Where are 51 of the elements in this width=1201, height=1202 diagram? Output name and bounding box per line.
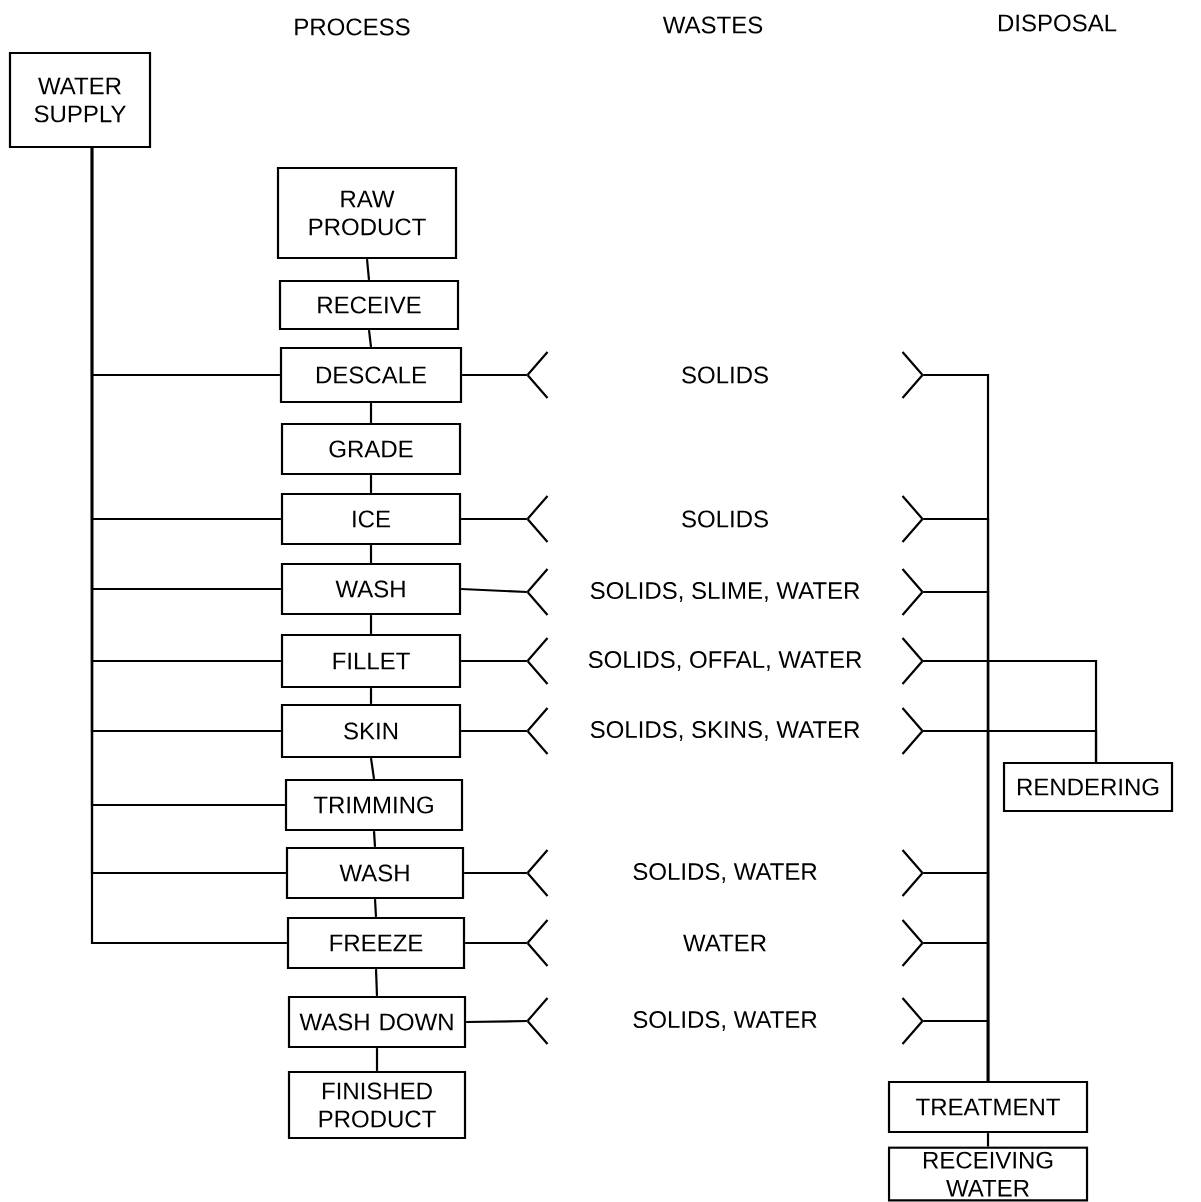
connector: [464, 871, 527, 875]
process-box: GRADE: [280, 422, 462, 476]
process-box: RENDERING: [1002, 761, 1174, 813]
connector: [369, 403, 373, 423]
column-heading: PROCESS: [295, 18, 410, 36]
connector: [461, 517, 527, 521]
waste-label: WATER: [683, 934, 766, 952]
process-box: RECEIVING WATER: [887, 1146, 1089, 1202]
connector: [466, 1019, 527, 1024]
process-box: FINISHED PRODUCT: [287, 1070, 467, 1140]
connector: [369, 615, 373, 634]
connector: [373, 899, 378, 917]
process-box: TRIMMING: [284, 778, 464, 832]
process-box: RAW PRODUCT: [276, 166, 458, 260]
connector: [369, 757, 376, 780]
connector: [461, 729, 527, 733]
waste-label: SOLIDS, SLIME, WATER: [590, 582, 860, 602]
process-box: WASH DOWN: [287, 995, 467, 1049]
connector: [461, 659, 527, 663]
connector: [367, 329, 373, 348]
column-heading: WASTES: [662, 16, 763, 34]
connector: [923, 1019, 990, 1082]
waste-label: SOLIDS, WATER: [633, 1011, 817, 1031]
connector: [986, 1133, 990, 1147]
waste-label: SOLIDS: [682, 510, 768, 528]
process-box: WASH: [280, 562, 462, 616]
connector: [462, 373, 527, 377]
connector: [923, 729, 1098, 763]
process-box: FILLET: [280, 633, 462, 689]
waste-label: SOLIDS, OFFAL, WATER: [588, 651, 862, 671]
process-box: TREATMENT: [887, 1080, 1089, 1134]
process-box: RECEIVE: [278, 279, 460, 331]
connector: [369, 545, 373, 563]
connector: [365, 259, 371, 280]
connector: [461, 587, 527, 594]
process-box: FREEZE: [286, 916, 466, 970]
connector: [374, 969, 379, 996]
column-heading: DISPOSAL: [998, 14, 1117, 32]
connector: [369, 475, 373, 493]
waste-label: SOLIDS, WATER: [633, 863, 817, 883]
connector: [372, 831, 377, 847]
waste-label: SOLIDS, SKINS, WATER: [590, 721, 860, 741]
process-box: WATER SUPPLY: [8, 51, 152, 149]
process-box: DESCALE: [279, 346, 463, 404]
process-box: ICE: [280, 492, 462, 546]
connector: [465, 941, 527, 945]
connector: [375, 1048, 379, 1071]
connector: [369, 688, 373, 704]
process-box: WASH: [285, 846, 465, 900]
process-box: SKIN: [280, 703, 462, 759]
waste-label: SOLIDS: [682, 366, 768, 384]
